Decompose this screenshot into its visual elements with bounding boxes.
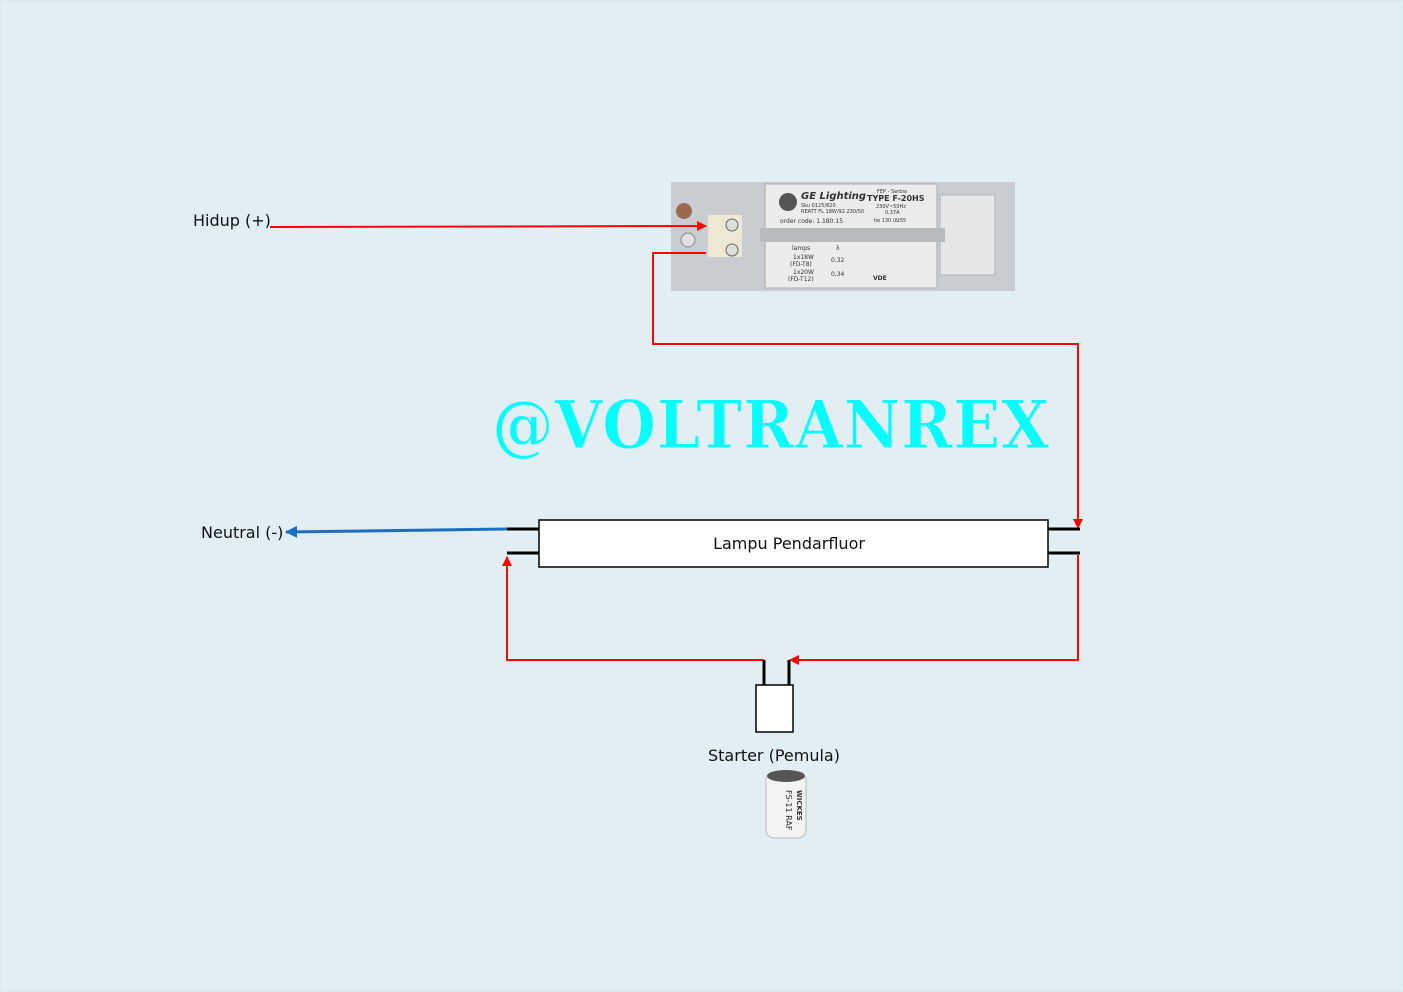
lamp-to-starter-wire [789,555,1079,665]
ballast-lamp1-type: (FD-T8) [790,261,812,268]
ballast-lamp2-type: (FD-T12) [788,276,814,283]
ballast-lamp2: 1x20W [793,269,814,276]
ballast-rating: 230V~50Hz [876,204,906,210]
ballast-brand: GE Lighting [801,191,866,202]
starter-image: WICKES FS-11 RAF [765,770,807,839]
ballast-lamps-header: lamps [792,245,810,252]
starter-brand: WICKES [795,790,803,821]
ballast-vde: VDE [873,275,887,282]
ballast-lamp1-pf: 0,32 [831,257,845,264]
starter-model: FS-11 RAF [784,790,793,831]
ballast-origin: FEP - Serbia [877,189,907,195]
ballast-type: TYPE F-20HS [867,194,925,203]
ballast-image: GE Lighting Sku 0125/820 REATT FL 18W/92… [671,182,1015,291]
ballast-lambda-header: λ [836,245,840,252]
neutral-label: Neutral (-) [201,523,283,542]
watermark: @VOLTRANREX [492,386,1050,464]
fluorescent-lamp: Lampu Pendarfluor [507,519,1080,568]
ballast-lamp2-pf: 0,34 [831,271,845,278]
neutral-wire [285,525,508,538]
starter [755,660,794,733]
ballast-sku: Sku 0125/820 [801,203,836,209]
starter-label: Starter (Pemula) [708,746,840,765]
ballast-lamp1: 1x18W [793,254,814,261]
live-wire [269,221,707,232]
ballast-model: REATT FL 18W/92 230/50 [801,209,864,215]
lamp-label: Lampu Pendarfluor [713,534,865,553]
ballast-to-lamp-wire [652,252,1083,529]
ballast-current: 0,37A [885,210,900,216]
ballast-tw: tw 130 /Δt55 [874,218,906,224]
ballast-order-code: order code: 1.180.15 [780,218,843,225]
live-label: Hidup (+) [193,211,271,230]
starter-to-lamp-wire [502,556,764,661]
